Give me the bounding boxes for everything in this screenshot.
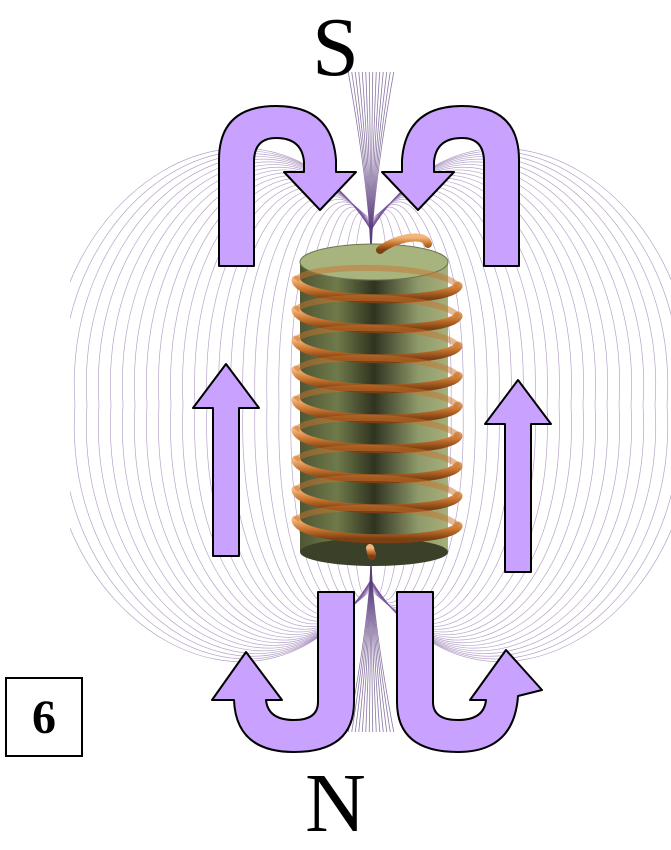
field-line <box>348 72 371 265</box>
field-line <box>371 72 394 265</box>
up-arrow-left <box>193 364 259 556</box>
south-pole-label: S <box>0 6 671 90</box>
figure-number-box: 6 <box>5 677 83 757</box>
field-line <box>371 552 394 732</box>
figure-number: 6 <box>32 690 56 745</box>
top-curved-arrow-left <box>219 106 356 266</box>
bottom-curved-arrow-left <box>212 592 354 752</box>
coil-lead-bottom <box>370 548 372 556</box>
north-pole-label: N <box>0 762 671 846</box>
up-arrow-right <box>485 380 551 572</box>
